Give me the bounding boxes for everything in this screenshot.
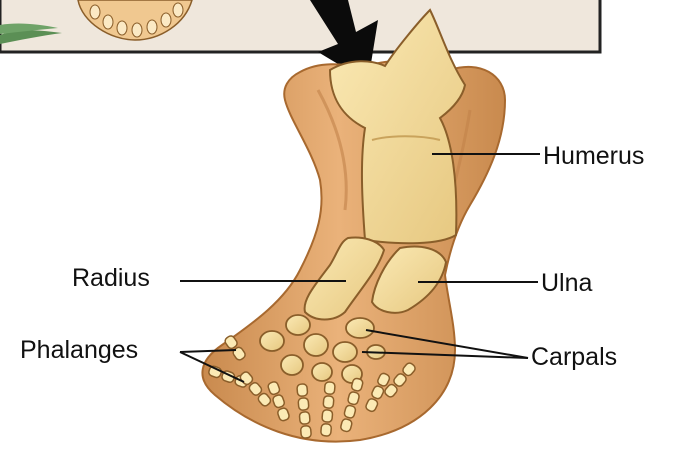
label-radius: Radius <box>72 266 150 291</box>
label-humerus: Humerus <box>543 144 644 169</box>
label-ulna: Ulna <box>541 271 592 296</box>
inset-frame <box>0 0 600 52</box>
label-phalanges: Phalanges <box>20 338 138 363</box>
label-carpals: Carpals <box>531 345 617 370</box>
